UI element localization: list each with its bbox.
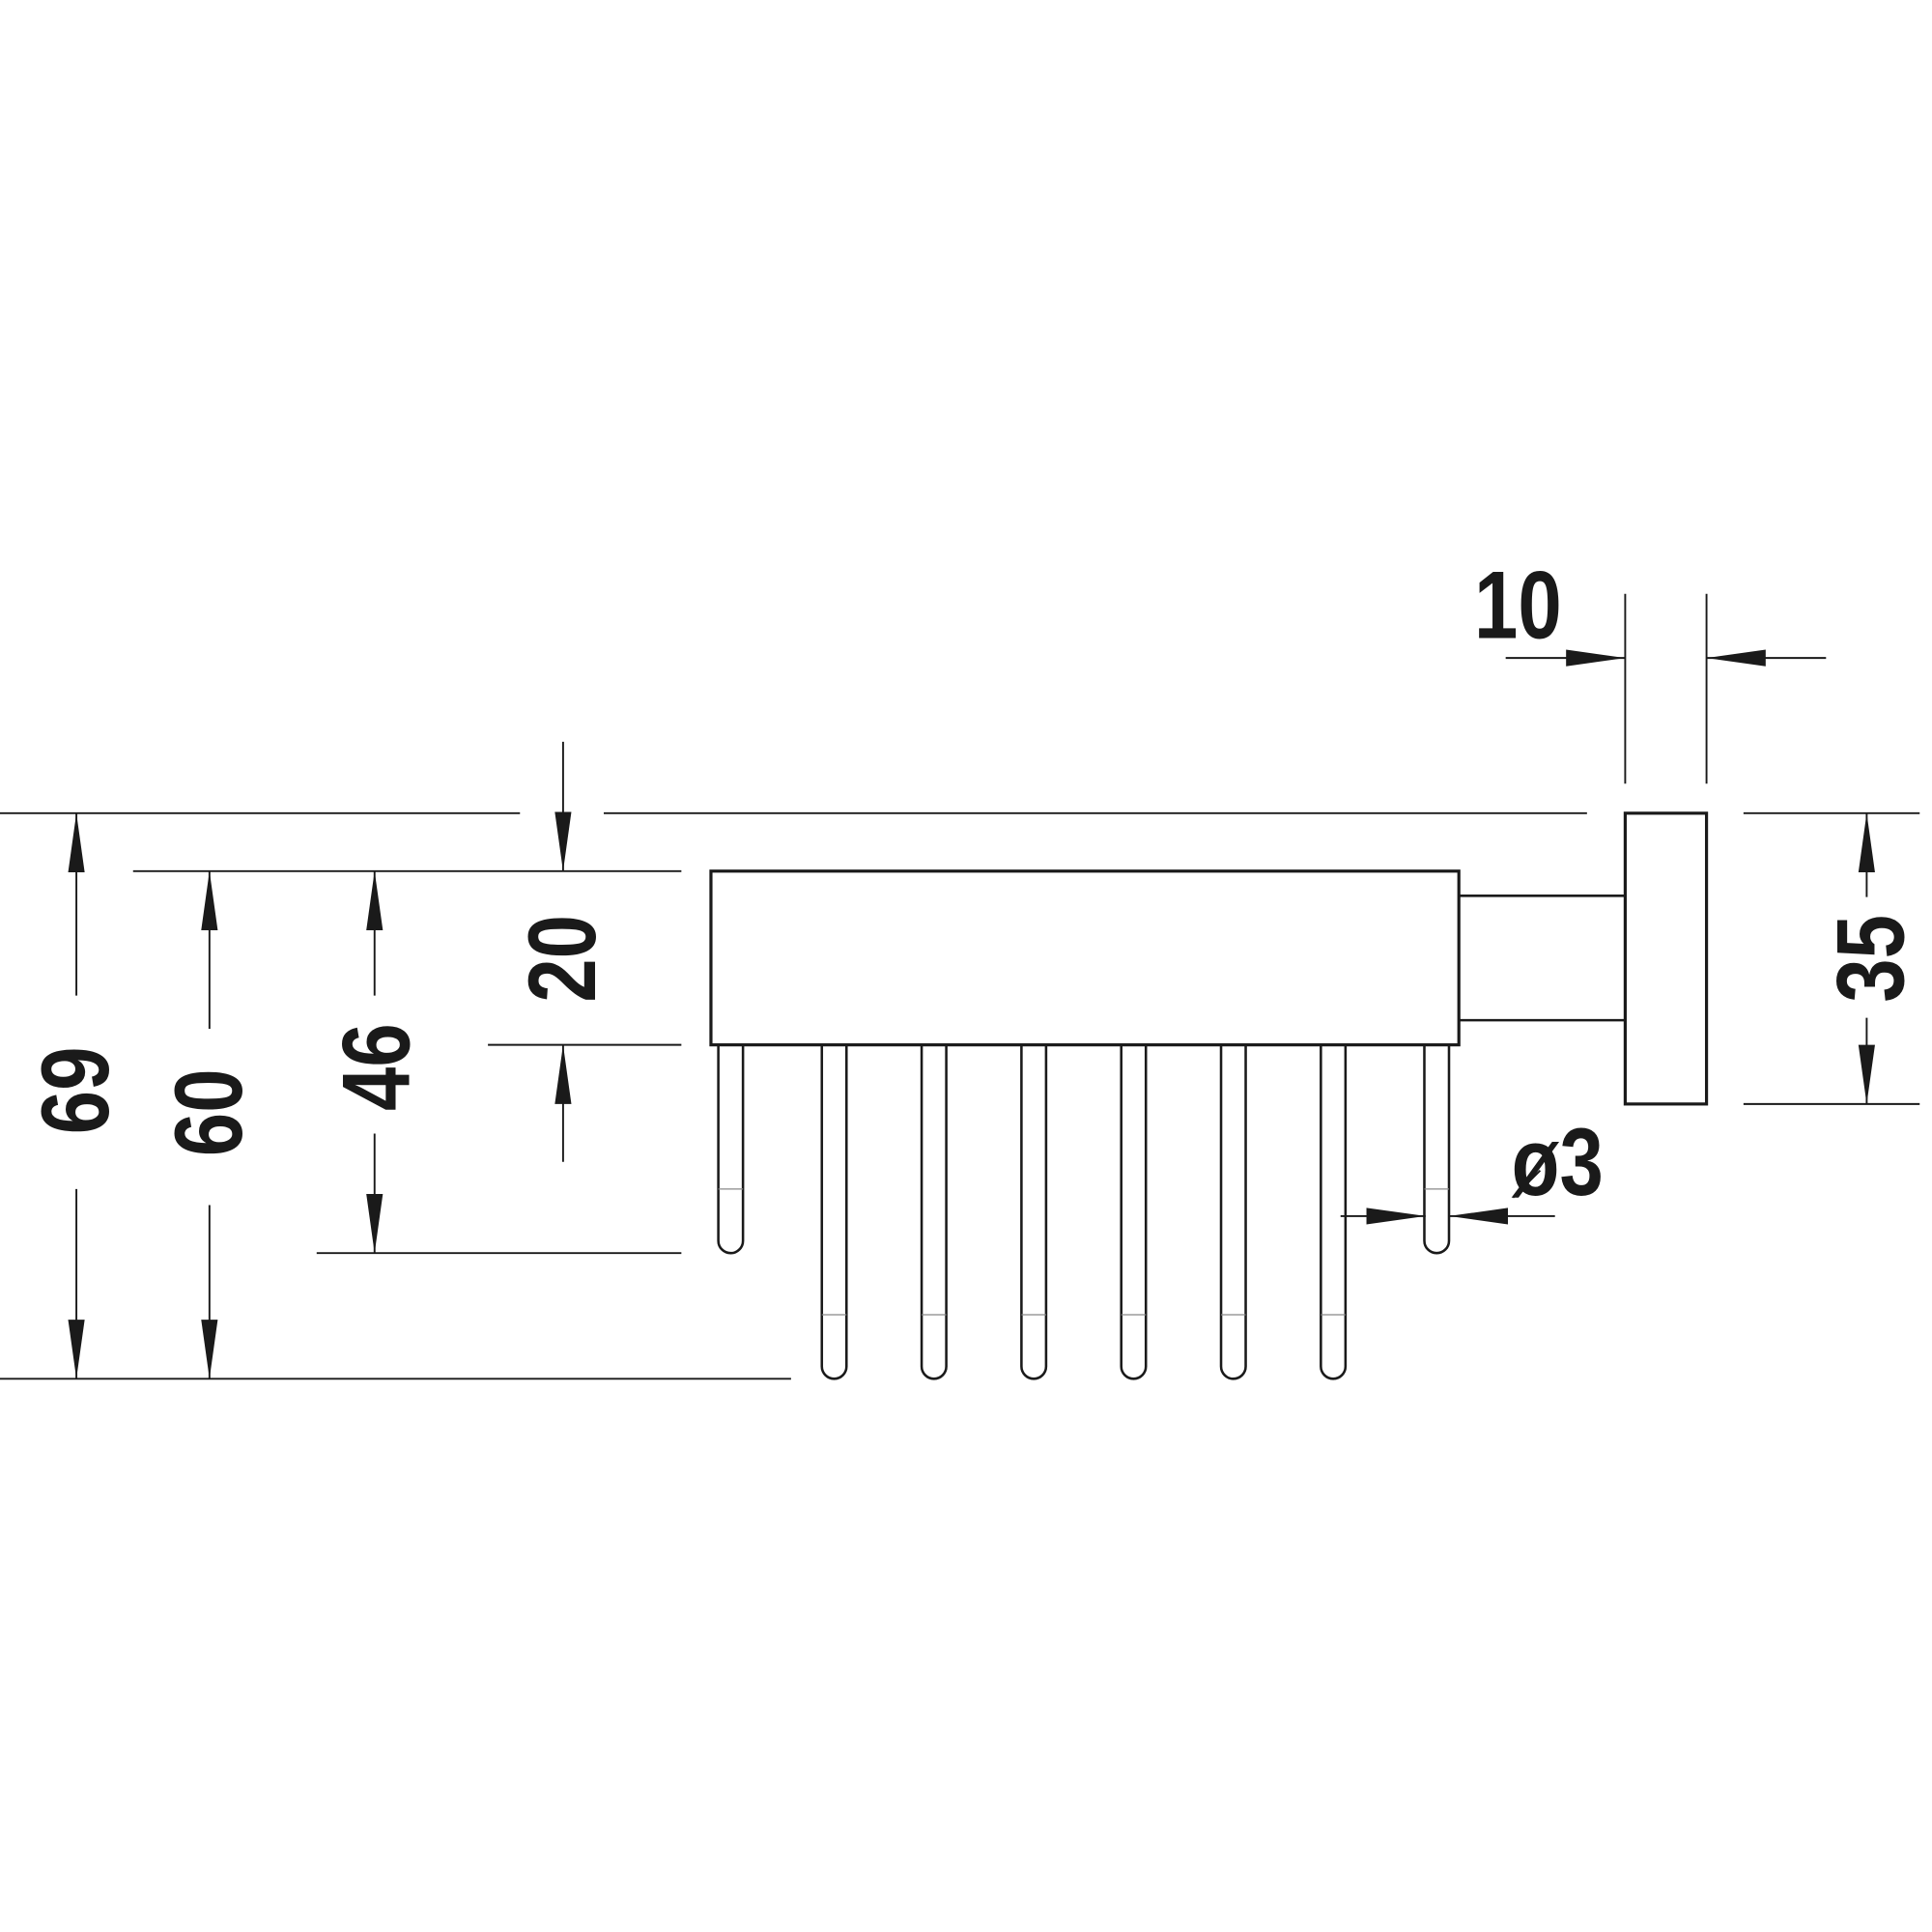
pin [717, 1045, 745, 1255]
dim-label-69: 69 [23, 1046, 129, 1134]
pin [1219, 1045, 1247, 1380]
dim-label-35: 35 [1818, 915, 1924, 1003]
pin [1320, 1045, 1348, 1380]
pin [1423, 1045, 1451, 1255]
pin [820, 1045, 848, 1380]
pins [717, 1045, 1451, 1380]
dim-label-60: 60 [156, 1068, 262, 1156]
pin [920, 1045, 948, 1380]
extension-lines [0, 593, 1920, 1380]
dimension-arrows [68, 649, 1875, 1379]
pin [1020, 1045, 1048, 1380]
pin [1120, 1045, 1148, 1380]
dim-label-20: 20 [509, 915, 615, 1003]
dim-label-10: 10 [1474, 553, 1562, 659]
rail-body [709, 811, 1709, 1106]
dim-label-pin-diameter: ø3 [1512, 1110, 1604, 1216]
dim-label-46: 46 [324, 1023, 430, 1111]
wall-rosette [1623, 811, 1709, 1106]
